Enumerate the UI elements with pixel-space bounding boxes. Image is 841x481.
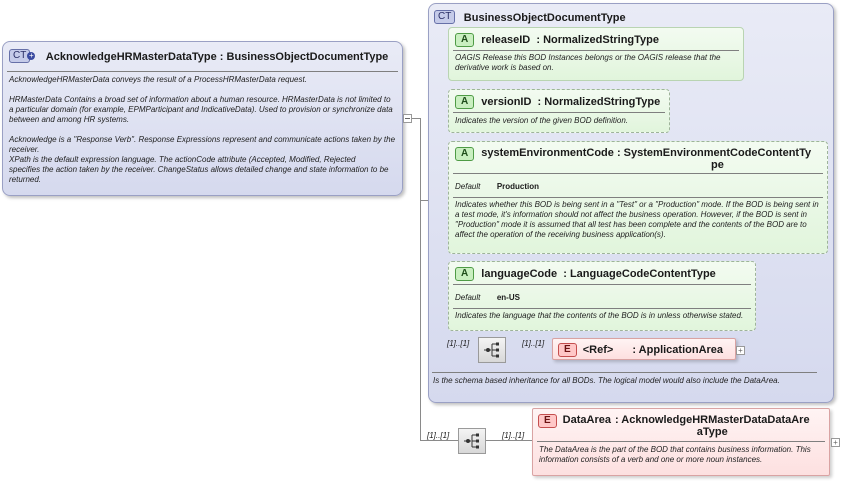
application-area-element[interactable]: E <Ref> : ApplicationArea — [552, 338, 736, 360]
attribute-name: versionID — [481, 95, 532, 108]
sequence-icon — [484, 342, 499, 358]
attribute-colon: : — [534, 95, 545, 108]
attribute-default: Default en-US — [449, 285, 755, 305]
attribute-release-id[interactable]: A releaseID : NormalizedStringType OAGIS… — [448, 27, 744, 81]
attribute-separator — [453, 197, 823, 198]
attribute-header: A releaseID : NormalizedStringType — [449, 28, 743, 47]
type-title: AcknowledgeHRMasterDataType : BusinessOb… — [45, 51, 389, 63]
attribute-colon: : — [560, 267, 570, 280]
default-value: Production — [496, 182, 540, 191]
element-name: DataArea — [562, 414, 611, 426]
sequence-icon — [464, 433, 479, 449]
attribute-name: releaseID — [481, 33, 531, 46]
default-value: en-US — [496, 293, 520, 302]
connector-main-vertical — [420, 118, 421, 440]
attribute-type-line-2: pe — [710, 159, 724, 171]
base-type-title: BusinessObjectDocumentType — [463, 12, 626, 24]
element-badge: E — [558, 343, 577, 357]
type-header: CT+ AcknowledgeHRMasterDataType : Busine… — [3, 42, 402, 65]
base-type-documentation: Is the schema based inheritance for all … — [433, 376, 780, 385]
attribute-default: Default Production — [449, 174, 827, 194]
attribute-name: languageCode — [481, 267, 558, 280]
element-badge: E — [538, 414, 557, 428]
attribute-system-environment-code[interactable]: A systemEnvironmentCode : SystemEnvironm… — [448, 141, 828, 254]
element-type: : AcknowledgeHRMasterDataDataAre aType — [615, 414, 810, 438]
attribute-separator — [453, 173, 823, 174]
attribute-colon: : — [613, 147, 624, 159]
element-doc: The DataArea is the part of the BOD that… — [539, 445, 811, 464]
complex-type-badge: CT — [9, 48, 31, 63]
base-doc-separator — [432, 372, 817, 373]
attribute-doc: Indicates the language that the contents… — [455, 311, 744, 320]
attribute-separator — [453, 112, 665, 113]
element-header: E <Ref> : ApplicationArea — [553, 339, 735, 361]
expand-plus-icon[interactable]: + — [831, 438, 840, 447]
outer-sequence-cardinality-left: [1]..[1] — [427, 431, 450, 440]
expand-plus-icon[interactable]: + — [736, 346, 745, 355]
complex-type-plus-icon: + — [27, 50, 36, 60]
element-ref-label: <Ref> — [582, 343, 614, 356]
doc-paragraph-3: Acknowledge is a "Response Verb". Respon… — [9, 135, 396, 154]
doc-paragraph-4: XPath is the default expression language… — [9, 155, 356, 164]
inner-sequence-compositor[interactable] — [478, 337, 506, 363]
connector-to-base — [420, 200, 428, 201]
doc-paragraph-1: AcknowledgeHRMasterData conveys the resu… — [9, 75, 307, 84]
element-type-line-1: : AcknowledgeHRMasterDataDataAre — [614, 414, 810, 426]
connector-left-to-main — [404, 118, 420, 119]
attribute-type: NormalizedStringType — [543, 33, 660, 46]
attribute-separator — [453, 50, 739, 51]
acknowledge-hr-masterdata-type-box[interactable]: CT+ AcknowledgeHRMasterDataType : Busine… — [2, 41, 403, 196]
attribute-language-code[interactable]: A languageCode : LanguageCodeContentType… — [448, 261, 756, 331]
attribute-separator — [453, 284, 751, 285]
attribute-separator — [453, 308, 751, 309]
attribute-header: A versionID : NormalizedStringType — [449, 90, 669, 109]
outer-sequence-compositor[interactable] — [458, 428, 486, 454]
attribute-header: A systemEnvironmentCode : SystemEnvironm… — [449, 142, 827, 171]
attribute-version-id[interactable]: A versionID : NormalizedStringType Indic… — [448, 89, 670, 133]
doc-paragraph-5: specifies the action taken by the receiv… — [9, 165, 389, 184]
attribute-name: systemEnvironmentCode — [481, 147, 614, 159]
attribute-type: LanguageCodeContentType — [569, 267, 716, 280]
attribute-type: SystemEnvironmentCodeContentTy pe — [624, 147, 811, 171]
attribute-colon: : — [533, 33, 544, 46]
attribute-type-line-1: SystemEnvironmentCodeContentTy — [623, 147, 812, 159]
type-documentation: AcknowledgeHRMasterData conveys the resu… — [3, 72, 402, 185]
doc-paragraph-2: HRMasterData Contains a broad set of inf… — [9, 95, 393, 124]
attribute-type: NormalizedStringType — [544, 95, 661, 108]
attribute-doc: Indicates the version of the given BOD d… — [455, 116, 628, 125]
connector-to-outer-seq — [420, 440, 458, 441]
attribute-doc: OAGIS Release this BOD Instances belongs… — [455, 53, 721, 72]
collapse-minus-icon[interactable] — [403, 114, 412, 123]
data-area-element[interactable]: E DataArea : AcknowledgeHRMasterDataData… — [532, 408, 830, 476]
inner-sequence-cardinality-left: [1]..[1] — [447, 339, 470, 348]
element-type-line-2: aType — [696, 426, 728, 438]
element-type: : ApplicationArea — [632, 343, 724, 356]
attribute-badge: A — [455, 95, 475, 109]
attribute-badge: A — [455, 33, 475, 47]
outer-sequence-cardinality-right: [1]..[1] — [502, 431, 525, 440]
base-complex-type-badge: CT — [434, 9, 456, 24]
base-type-header: CT BusinessObjectDocumentType — [429, 4, 833, 26]
attribute-doc: Indicates whether this BOD is being sent… — [455, 200, 819, 239]
inner-sequence-cardinality-right: [1]..[1] — [522, 339, 545, 348]
attribute-badge: A — [455, 267, 475, 281]
element-separator — [537, 441, 825, 442]
connector-outer-seq-to-dataarea — [486, 440, 532, 441]
default-label: Default — [455, 293, 481, 302]
attribute-header: A languageCode : LanguageCodeContentType — [449, 262, 755, 281]
header-separator — [7, 71, 398, 72]
default-label: Default — [455, 182, 481, 191]
attribute-badge: A — [455, 147, 475, 161]
element-header: E DataArea : AcknowledgeHRMasterDataData… — [533, 409, 829, 438]
